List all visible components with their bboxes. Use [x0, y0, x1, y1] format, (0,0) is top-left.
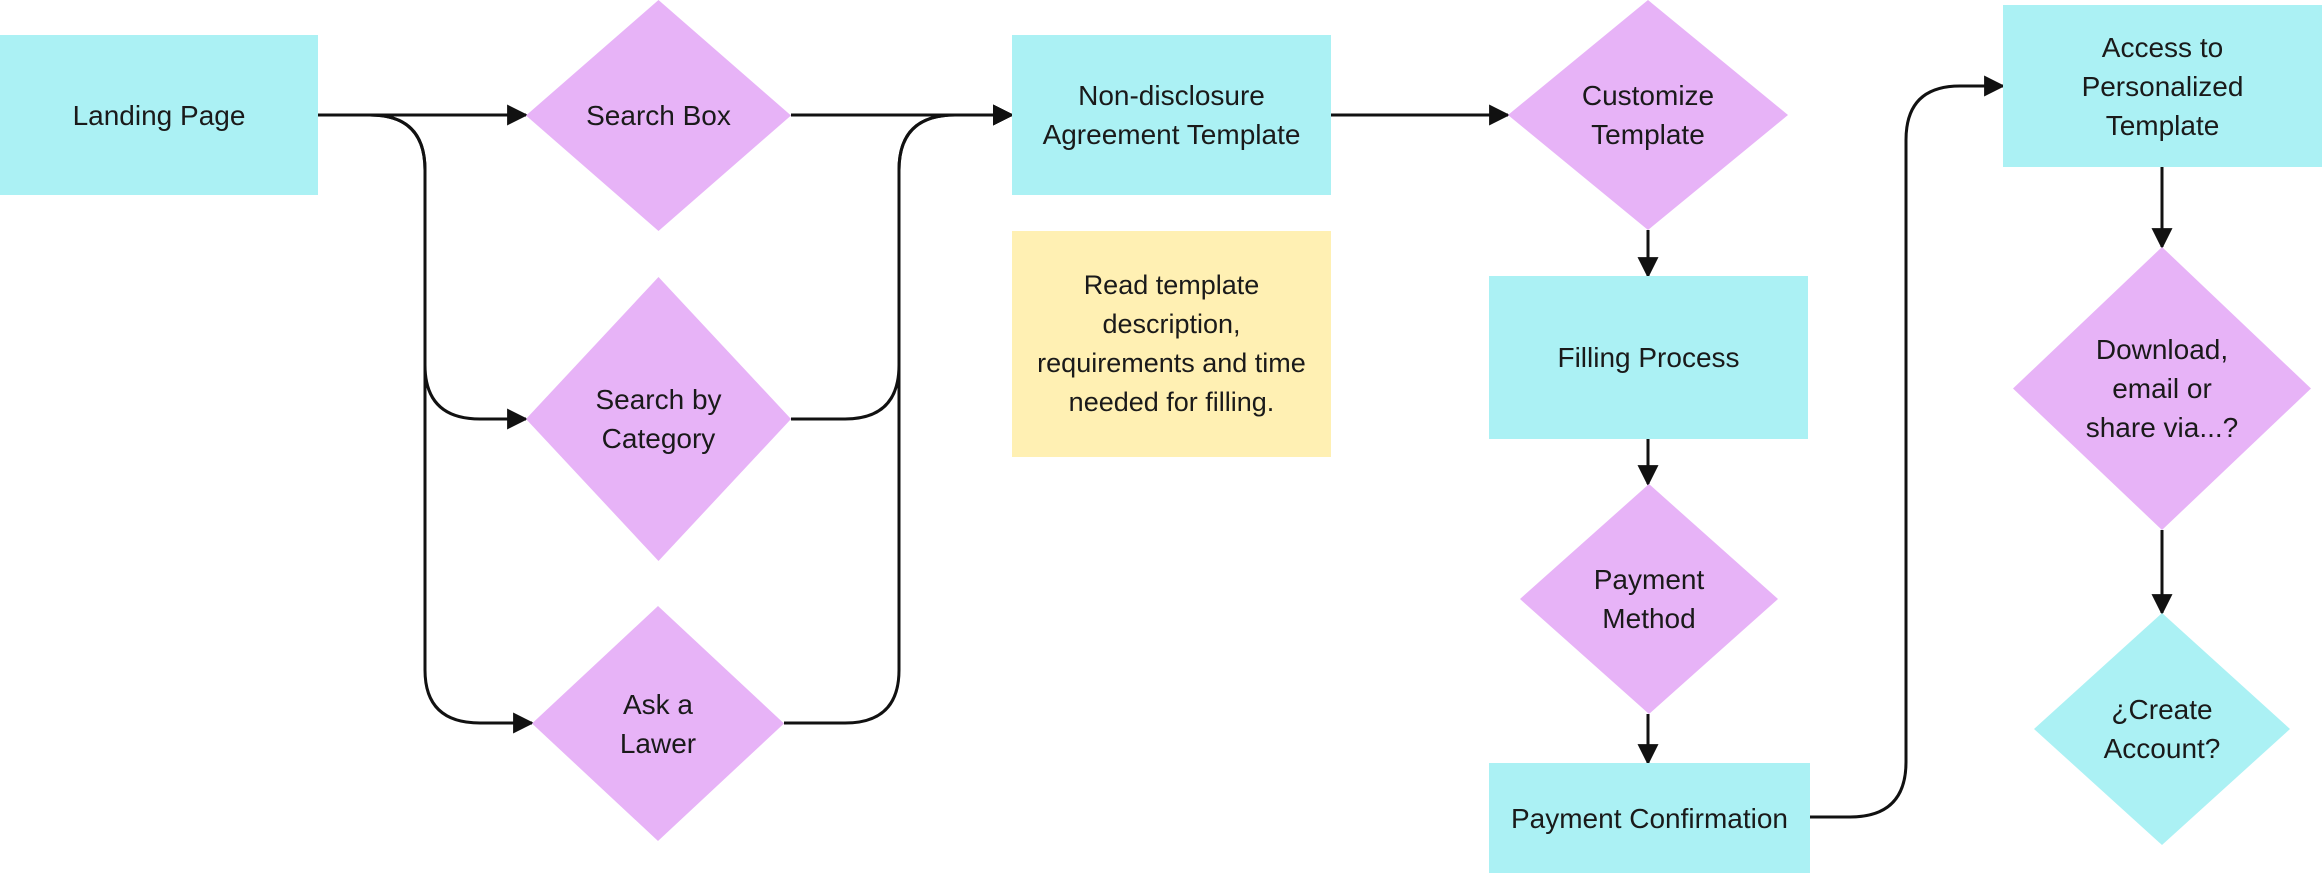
landing-page-box: Landing Page — [0, 35, 318, 195]
edge-landing-to-search-category — [318, 113, 529, 430]
landing-page-label: Landing Page — [72, 99, 246, 131]
diamond-shape — [526, 277, 791, 561]
payment-confirmation-box: Payment Confirmation — [1489, 763, 1810, 873]
diamond-shape — [532, 606, 784, 841]
ask-a-lawer-diamond: Ask a Lawer — [532, 606, 784, 841]
edge-landing-to-ask-lawer — [318, 113, 535, 734]
ask-a-lawer-label: Ask a Lawer — [619, 688, 697, 759]
customize-template-diamond: Customize Template — [1508, 0, 1788, 230]
template-note-label: Read template description, requirements … — [1037, 270, 1306, 417]
search-box-diamond: Search Box — [526, 0, 791, 231]
nda-template-box: Non-disclosure Agreement Template — [1012, 35, 1331, 195]
payment-method-diamond: Payment Method — [1520, 484, 1778, 714]
edge-ask-lawer-to-nda — [784, 104, 1015, 725]
access-personalized-template-box: Access to Personalized Template — [2003, 5, 2322, 167]
edge-confirmation-to-access — [1810, 75, 2006, 819]
access-personalized-template-label: Access to Personalized Template — [2081, 31, 2244, 141]
edge-search-category-to-nda — [791, 104, 1015, 421]
create-account-label: ¿Create Account? — [2103, 694, 2221, 764]
diamond-shape — [1520, 484, 1778, 714]
filling-process-label: Filling Process — [1557, 342, 1740, 373]
payment-method-label: Payment Method — [1593, 564, 1705, 634]
diamond-shape — [526, 0, 791, 231]
download-email-share-label: Download, email or share via...? — [2085, 334, 2239, 443]
diamond-shape — [2034, 613, 2290, 845]
nda-template-label: Non-disclosure Agreement Template — [1042, 80, 1301, 150]
filling-process-box: Filling Process — [1489, 276, 1808, 439]
download-email-share-diamond: Download, email or share via...? — [2013, 247, 2311, 530]
diamond-shape — [2013, 247, 2311, 530]
diamond-shape — [1508, 0, 1788, 230]
search-by-category-label: Search by Category — [595, 384, 722, 454]
search-by-category-diamond: Search by Category — [526, 277, 791, 561]
create-account-diamond: ¿Create Account? — [2034, 613, 2290, 845]
payment-confirmation-label: Payment Confirmation — [1510, 802, 1788, 834]
search-box-label: Search Box — [586, 100, 731, 131]
template-note-box: Read template description, requirements … — [1012, 231, 1331, 457]
customize-template-label: Customize Template — [1581, 80, 1715, 150]
